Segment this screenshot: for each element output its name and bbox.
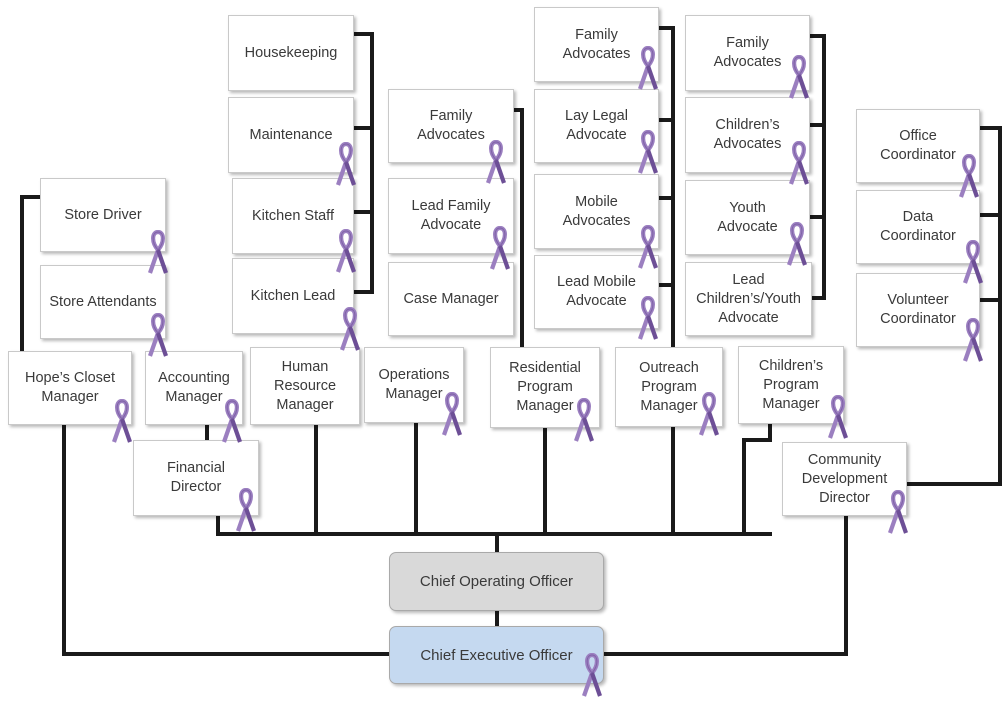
family-advocates-ch-box[interactable]: Family Advocates bbox=[685, 15, 810, 91]
youth-advocate-box[interactable]: Youth Advocate bbox=[685, 180, 810, 255]
lead-childrens-youth-advocate-box[interactable]: Lead Children’s/Youth Advocate bbox=[685, 262, 812, 336]
awareness-ribbon-icon bbox=[787, 140, 811, 187]
lead-family-advocate-box[interactable]: Lead Family Advocate bbox=[388, 178, 514, 254]
awareness-ribbon-icon bbox=[488, 225, 512, 272]
awareness-ribbon-icon bbox=[886, 489, 910, 536]
node-label: Chief Operating Officer bbox=[419, 573, 574, 590]
node-label: Store Driver bbox=[64, 206, 142, 223]
kitchen-lead-box[interactable]: Kitchen Lead bbox=[232, 258, 354, 334]
store-attendants-box[interactable]: Store Attendants bbox=[40, 265, 166, 339]
node-label: Financial Director bbox=[166, 460, 226, 495]
maintenance-box[interactable]: Maintenance bbox=[228, 97, 354, 173]
awareness-ribbon-icon bbox=[334, 228, 358, 275]
node-label: Human Resource Manager bbox=[273, 358, 337, 413]
awareness-ribbon-icon bbox=[334, 141, 358, 188]
awareness-ribbon-icon bbox=[146, 312, 170, 359]
case-manager-box[interactable]: Case Manager bbox=[388, 262, 514, 336]
lay-legal-advocate-box[interactable]: Lay Legal Advocate bbox=[534, 89, 659, 163]
node-label: Store Attendants bbox=[49, 293, 157, 310]
awareness-ribbon-icon bbox=[220, 398, 244, 445]
awareness-ribbon-icon bbox=[961, 239, 985, 286]
awareness-ribbon-icon bbox=[440, 391, 464, 438]
node-label: Hope’s Closet Manager bbox=[24, 370, 115, 405]
node-label: Youth Advocate bbox=[717, 199, 778, 235]
node-label: Outreach Program Manager bbox=[639, 359, 699, 414]
awareness-ribbon-icon bbox=[146, 229, 170, 276]
node-label: Maintenance bbox=[249, 126, 333, 143]
node-label: Lead Family Advocate bbox=[411, 198, 491, 233]
community-development-director-box[interactable]: Community Development Director bbox=[782, 442, 907, 516]
childrens-program-manager-box[interactable]: Children’s Program Manager bbox=[738, 346, 844, 424]
childrens-advocates-box[interactable]: Children’s Advocates bbox=[685, 97, 810, 173]
store-driver-box[interactable]: Store Driver bbox=[40, 178, 166, 252]
node-label: Children’s Advocates bbox=[713, 117, 782, 152]
ceo-box[interactable]: Chief Executive Officer bbox=[389, 626, 604, 684]
family-advocates-res-box[interactable]: Family Advocates bbox=[534, 7, 659, 82]
awareness-ribbon-icon bbox=[110, 398, 134, 445]
volunteer-coordinator-box[interactable]: Volunteer Coordinator bbox=[856, 273, 980, 347]
node-label: Family Advocates bbox=[417, 108, 485, 143]
awareness-ribbon-icon bbox=[572, 397, 596, 444]
awareness-ribbon-icon bbox=[785, 221, 809, 268]
awareness-ribbon-icon bbox=[580, 652, 604, 699]
coo-box[interactable]: Chief Operating Officer bbox=[389, 552, 604, 611]
awareness-ribbon-icon bbox=[234, 487, 258, 534]
housekeeping-box[interactable]: Housekeeping bbox=[228, 15, 354, 91]
node-label: Children’s Program Manager bbox=[758, 357, 824, 412]
outreach-program-manager-box[interactable]: Outreach Program Manager bbox=[615, 347, 723, 427]
node-label: Lead Mobile Advocate bbox=[557, 274, 636, 309]
node-label: Lead Children’s/Youth Advocate bbox=[696, 271, 801, 326]
awareness-ribbon-icon bbox=[636, 224, 660, 271]
awareness-ribbon-icon bbox=[484, 139, 508, 186]
data-coordinator-box[interactable]: Data Coordinator bbox=[856, 190, 980, 264]
awareness-ribbon-icon bbox=[636, 45, 660, 92]
node-label: Office Coordinator bbox=[880, 128, 956, 163]
financial-director-box[interactable]: Financial Director bbox=[133, 440, 259, 516]
node-label: Operations Manager bbox=[378, 367, 450, 402]
awareness-ribbon-icon bbox=[338, 306, 362, 353]
node-label: Mobile Advocates bbox=[562, 193, 631, 229]
node-label: Volunteer Coordinator bbox=[880, 292, 956, 327]
node-label: Case Manager bbox=[403, 290, 499, 307]
node-label: Family Advocates bbox=[713, 35, 782, 70]
awareness-ribbon-icon bbox=[961, 317, 985, 364]
hopes-closet-manager-box[interactable]: Hope’s Closet Manager bbox=[8, 351, 132, 425]
node-label: Data Coordinator bbox=[880, 209, 956, 244]
node-label: Community Development Director bbox=[801, 451, 888, 506]
node-label: Kitchen Staff bbox=[252, 207, 334, 224]
office-coordinator-box[interactable]: Office Coordinator bbox=[856, 109, 980, 183]
node-label: Housekeeping bbox=[244, 44, 338, 61]
awareness-ribbon-icon bbox=[787, 54, 811, 101]
operations-manager-box[interactable]: Operations Manager bbox=[364, 347, 464, 423]
node-label: Lay Legal Advocate bbox=[565, 108, 628, 143]
hr-manager-box[interactable]: Human Resource Manager bbox=[250, 347, 360, 425]
kitchen-staff-box[interactable]: Kitchen Staff bbox=[232, 178, 354, 254]
mobile-advocates-box[interactable]: Mobile Advocates bbox=[534, 174, 659, 249]
awareness-ribbon-icon bbox=[957, 153, 981, 200]
node-label: Family Advocates bbox=[562, 26, 631, 62]
node-label: Chief Executive Officer bbox=[420, 646, 573, 664]
awareness-ribbon-icon bbox=[636, 295, 660, 342]
node-label: Residential Program Manager bbox=[509, 360, 581, 414]
awareness-ribbon-icon bbox=[697, 391, 721, 438]
awareness-ribbon-icon bbox=[636, 129, 660, 176]
awareness-ribbon-icon bbox=[826, 394, 850, 441]
node-label: Kitchen Lead bbox=[250, 287, 336, 304]
node-label: Accounting Manager bbox=[158, 370, 230, 405]
